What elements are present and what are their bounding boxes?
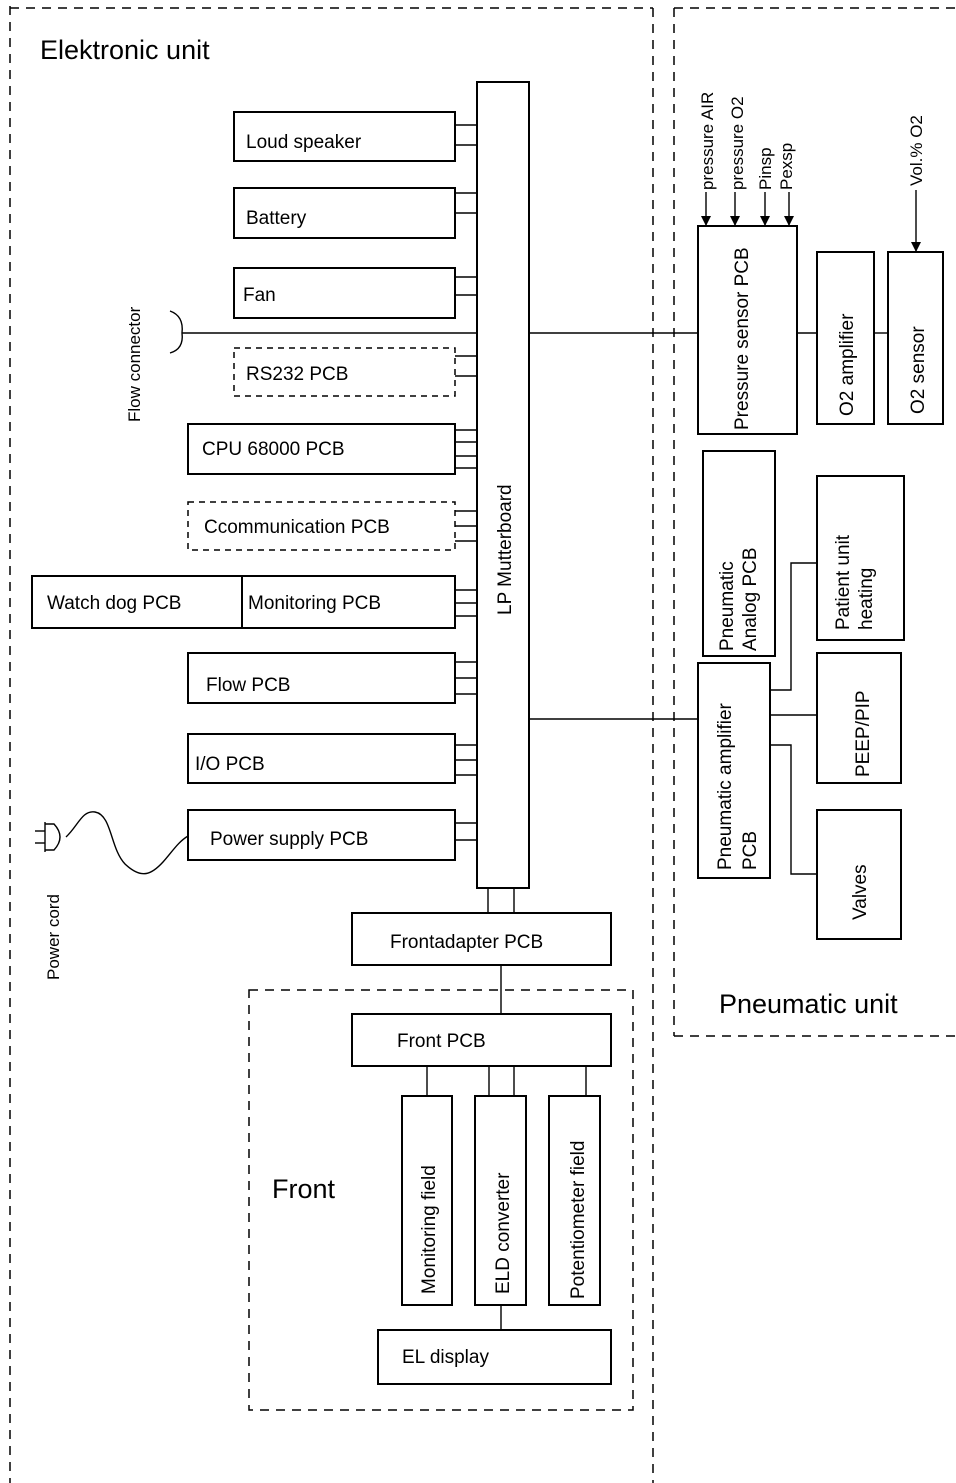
pressure-air-label: pressure AIR: [698, 92, 717, 190]
potentiometer-field-board: Potentiometer field: [548, 1095, 601, 1306]
fan-board: Fan: [233, 267, 456, 319]
monitoring-label: Monitoring PCB: [248, 593, 381, 614]
patient-heating-board: Patient unit heating: [816, 475, 905, 641]
pexsp-label: Pexsp: [777, 143, 796, 190]
zone-boundaries: [9, 6, 956, 1483]
arrow-icon: [784, 216, 794, 226]
front-pcb-board: Front PCB: [351, 1013, 612, 1067]
power-supply-board: Power supply PCB: [187, 809, 456, 861]
lp-mutterboard: LP Mutterboard: [476, 81, 530, 889]
cpu-board: CPU 68000 PCB: [187, 423, 456, 475]
flow-connector-label: Flow connector: [125, 306, 144, 422]
pressure-inputs: pressure AIR pressure O2 Pinsp Pexsp: [698, 92, 796, 226]
eld-converter-label: ELD converter: [493, 1172, 514, 1294]
monitoring-field-label: Monitoring field: [419, 1165, 440, 1294]
io-board: I/O PCB: [187, 733, 456, 784]
communication-board: Ccommunication PCB: [187, 501, 456, 551]
front-unit-title: Front: [272, 1174, 336, 1204]
pneumatic-amplifier-board: Pneumatic amplifier PCB: [697, 662, 771, 879]
flow-label: Flow PCB: [206, 675, 290, 696]
o2-amplifier-label: O2 amplifier: [837, 313, 858, 416]
electronic-unit-title: Elektronic unit: [40, 35, 210, 65]
communication-label: Ccommunication PCB: [204, 517, 390, 538]
amplifier-outputs: [770, 562, 817, 875]
rs232-label: RS232 PCB: [246, 364, 348, 385]
front-pcb-label: Front PCB: [397, 1031, 486, 1052]
monitoring-field-board: Monitoring field: [401, 1095, 453, 1306]
patient-heating-label-2: heating: [856, 568, 877, 630]
rs232-board: RS232 PCB: [233, 347, 456, 397]
lp-mutterboard-label: LP Mutterboard: [495, 484, 516, 615]
vol-o2-input: Vol.% O2: [907, 115, 926, 252]
pneumatic-amplifier-label-2: PCB: [740, 831, 761, 870]
peep-pip-board: PEEP/PIP: [816, 652, 902, 784]
watch-dog-board: Watch dog PCB: [31, 575, 243, 629]
pinsp-label: Pinsp: [756, 147, 775, 190]
potentiometer-field-label: Potentiometer field: [568, 1141, 589, 1299]
loud-speaker-board: Loud speaker: [233, 111, 456, 162]
pressure-sensor-board: Pressure sensor PCB: [697, 225, 798, 435]
valves-board: Valves: [816, 809, 902, 940]
arrow-icon: [760, 216, 770, 226]
pneumatic-unit-title: Pneumatic unit: [719, 989, 898, 1019]
battery-label: Battery: [246, 208, 307, 229]
pneumatic-analog-label-1: Pneumatic: [717, 561, 738, 651]
valves-label: Valves: [850, 864, 871, 920]
loud-speaker-label: Loud speaker: [246, 132, 362, 153]
watch-dog-label: Watch dog PCB: [47, 593, 181, 614]
board-connectors: [455, 124, 515, 913]
pneumatic-analog-label-2: Analog PCB: [740, 547, 761, 651]
pressure-sensor-label: Pressure sensor PCB: [732, 247, 753, 430]
o2-amplifier-board: O2 amplifier: [816, 251, 875, 425]
patient-heating-label-1: Patient unit: [833, 534, 854, 630]
eld-converter-board: ELD converter: [474, 1095, 527, 1306]
io-label: I/O PCB: [195, 754, 265, 775]
el-display-board: EL display: [377, 1329, 612, 1385]
power-cord-label: Power cord: [44, 894, 63, 980]
front-connectors: [426, 1066, 587, 1330]
o2-sensor-board: O2 sensor: [887, 251, 944, 425]
pneumatic-analog-board: Pneumatic Analog PCB: [702, 450, 776, 657]
power-cord: Power cord: [35, 811, 189, 980]
frontadapter-board: Frontadapter PCB: [351, 912, 612, 966]
pressure-o2-label: pressure O2: [728, 96, 747, 190]
o2-sensor-label: O2 sensor: [908, 326, 929, 414]
monitoring-board: Monitoring PCB: [241, 575, 456, 629]
frontadapter-label: Frontadapter PCB: [390, 932, 543, 953]
el-display-label: EL display: [402, 1347, 489, 1368]
arrow-icon: [701, 216, 711, 226]
arrow-icon: [911, 242, 921, 252]
flow-board: Flow PCB: [187, 652, 456, 704]
vol-o2-label: Vol.% O2: [907, 115, 926, 186]
pneumatic-amplifier-label-1: Pneumatic amplifier: [715, 702, 736, 870]
fan-label: Fan: [243, 285, 276, 306]
flow-connector: Flow connector: [125, 306, 477, 422]
power-supply-label: Power supply PCB: [210, 829, 368, 850]
peep-pip-label: PEEP/PIP: [853, 690, 874, 777]
arrow-icon: [730, 216, 740, 226]
battery-board: Battery: [233, 187, 456, 239]
cpu-label: CPU 68000 PCB: [202, 439, 345, 460]
